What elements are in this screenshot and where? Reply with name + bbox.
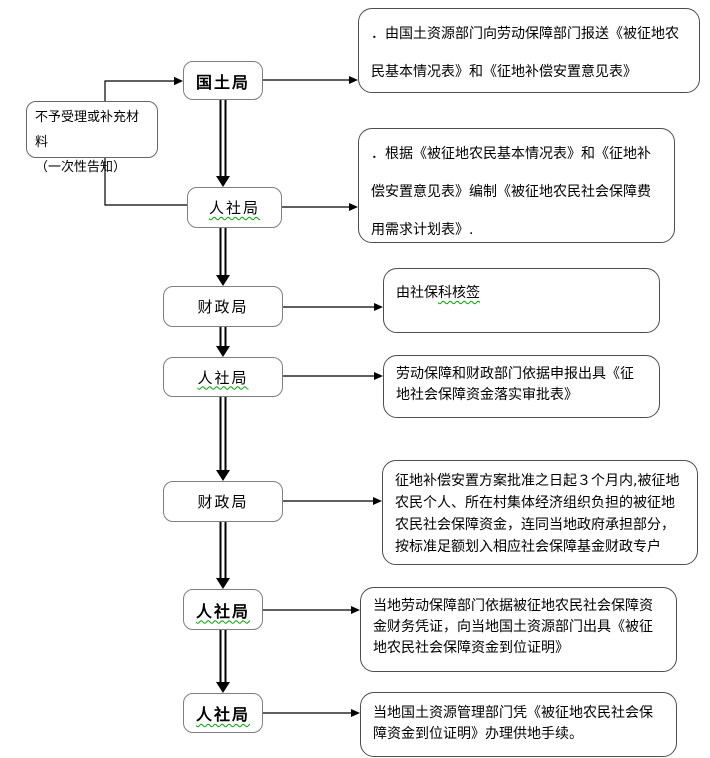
annotation-fund-transfer: 征地补偿安置方案批准之日起３个月内,被征地农民个人、所在村集体经济组织负担的被征…: [382, 460, 698, 565]
annotation-text: 征地补偿安置方案批准之日起３个月内,被征地农民个人、所在村集体经济组织负担的被征…: [395, 473, 680, 555]
node-label: 人社局: [208, 199, 260, 217]
arrow-renshe3-to-renshe4: [216, 630, 230, 693]
flow-node-renshe-bureau-3: 人社局: [183, 589, 263, 630]
annotation-text: 当地劳动保障部门依据被征地农民社会保障资金财务凭证，向当地国土资源部门出具《被征…: [373, 598, 653, 656]
node-label: 财政局: [197, 493, 249, 511]
arrow-caizheng2-to-annotation5: [283, 497, 382, 505]
flow-node-guotu-bureau: 国土局: [183, 61, 263, 100]
arrow-caizheng1-to-renshe2: [216, 327, 230, 357]
arrow-renshe3-to-annotation6: [263, 606, 360, 614]
arrow-renshe1-to-caizheng1: [216, 228, 230, 286]
side-note-line1: 不予受理或补充材料: [35, 110, 140, 150]
flow-node-renshe-bureau-4: 人社局: [183, 693, 263, 733]
arrow-renshe2-to-caizheng2: [216, 397, 230, 481]
flow-node-caizheng-bureau-2: 财政局: [163, 481, 283, 522]
flow-node-caizheng-bureau-1: 财政局: [163, 286, 283, 327]
annotation-text: ．根据《被征地农民基本情况表》和《征地补偿安置意见表》编制《被征地农民社会保障费…: [371, 146, 651, 238]
node-label: 财政局: [197, 298, 249, 316]
annotation-text: ．由国土资源部门向劳动保障部门报送《被征地农民基本情况表》和《征地补偿安置意见表…: [371, 26, 679, 80]
arrow-caizheng2-to-renshe3: [216, 522, 230, 589]
annotation-land-supply-procedure: 当地国土资源管理部门凭《被征地农民社会保障资金到位证明》办理供地手续。: [360, 692, 677, 757]
arrow-caizheng1-to-annotation3: [283, 303, 383, 311]
annotation-report-tables: ．由国土资源部门向劳动保障部门报送《被征地农民基本情况表》和《征地补偿安置意见表…: [358, 8, 700, 93]
annotation-compile-plan-table: ．根据《被征地农民基本情况表》和《征地补偿安置意见表》编制《被征地农民社会保障费…: [358, 128, 675, 243]
side-note-line2: （一次性告知）: [35, 160, 127, 175]
node-label: 人社局: [197, 368, 249, 387]
arrow-renshe2-to-annotation4: [283, 372, 383, 380]
node-label: 人社局: [195, 705, 250, 724]
node-label: 人社局: [195, 601, 250, 621]
annotation-social-security-sign: 由社保科核签: [383, 268, 660, 333]
annotation-text: 由社保: [396, 285, 438, 301]
annotation-text-wavy: 科核签: [438, 285, 480, 301]
annotation-approval-table: 劳动保障和财政部门依据申报出具《征地社会保障资金落实审批表》: [383, 355, 660, 418]
side-note-rejection: 不予受理或补充材料 （一次性告知）: [26, 101, 158, 175]
annotation-fund-arrival-proof: 当地劳动保障部门依据被征地农民社会保障资金财务凭证，向当地国土资源部门出具《被征…: [360, 587, 677, 672]
arrow-renshe1-to-annotation2: [282, 203, 358, 211]
flow-node-renshe-bureau-2: 人社局: [163, 357, 283, 397]
annotation-text: 劳动保障和财政部门依据申报出具《征地社会保障资金落实审批表》: [396, 366, 634, 403]
annotation-text: 当地国土资源管理部门凭《被征地农民社会保障资金到位证明》办理供地手续。: [373, 705, 653, 742]
arrow-renshe4-to-annotation7: [263, 709, 360, 717]
flow-node-renshe-bureau-1: 人社局: [187, 187, 282, 228]
node-label: 国土局: [195, 72, 250, 92]
arrow-guotu-to-annotation1: [263, 76, 358, 84]
arrow-guotu-to-renshe1: [216, 100, 230, 187]
